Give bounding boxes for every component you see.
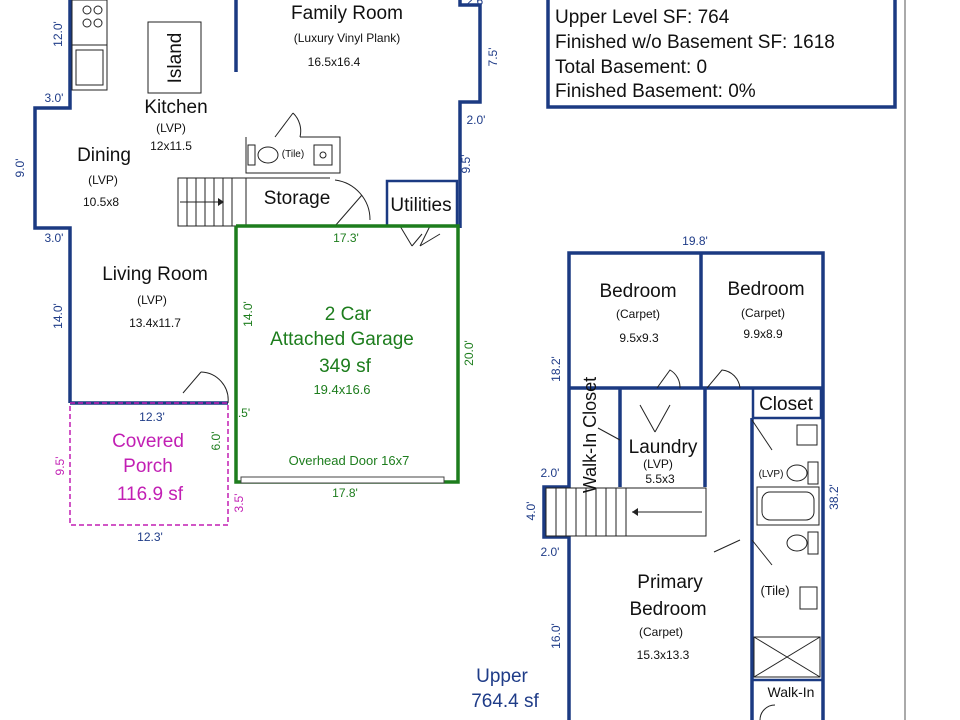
living-room-name: Living Room <box>102 264 208 285</box>
dim-3-0-b: 3.0' <box>45 231 64 245</box>
living-room-size: 13.4x11.7 <box>129 316 181 330</box>
dim-7-5: 7.5' <box>486 48 500 67</box>
toilet-icon <box>257 146 279 164</box>
bedroom2-name: Bedroom <box>727 279 804 300</box>
upper-toilet-2-icon <box>786 534 808 552</box>
bedroom1-size: 9.5x9.3 <box>619 331 659 345</box>
dim-20-0: 20.0' <box>462 340 476 366</box>
porch-area: 116.9 sf <box>117 484 184 505</box>
dim-16-0: 16.0' <box>549 623 563 649</box>
sink-icon <box>313 144 333 166</box>
covered-porch-outline <box>69 402 229 526</box>
garage-area: 349 sf <box>319 356 371 377</box>
kitchen-name: Kitchen <box>144 97 207 118</box>
garage-walls <box>234 224 460 484</box>
dim-9-5-b: 9.5' <box>459 155 473 174</box>
dining-floor: (LVP) <box>88 173 118 187</box>
dim-17-3: 17.3' <box>333 231 359 245</box>
bedroom1-floor: (Carpet) <box>616 307 660 321</box>
garage-door-label: Overhead Door 16x7 <box>289 453 410 468</box>
kitchen-size: 12x11.5 <box>150 139 192 153</box>
garage-line1: 2 Car <box>325 304 372 325</box>
dim-6-0: 6.0' <box>209 432 223 451</box>
laundry-size: 5.5x3 <box>645 472 675 486</box>
primary-line1: Primary <box>637 572 703 593</box>
bath-floor-tile: (Tile) <box>760 583 789 598</box>
upper-toilet-1-icon <box>786 464 808 482</box>
bedroom2-size: 9.9x8.9 <box>743 327 783 341</box>
family-room-size: 16.5x16.4 <box>308 55 361 69</box>
family-room-floor: (Luxury Vinyl Plank) <box>294 31 401 45</box>
bedroom2-floor: (Carpet) <box>741 306 785 320</box>
main-east-wall <box>458 0 482 228</box>
dim-19-8: 19.8' <box>682 234 708 248</box>
main-west-wall <box>33 0 72 403</box>
dim-14-0-b: 14.0' <box>241 301 255 327</box>
closet-box <box>751 386 823 420</box>
primary-line2: Bedroom <box>629 599 706 620</box>
upper-exterior-wall <box>542 251 825 720</box>
bedroom1-name: Bedroom <box>599 281 676 302</box>
overhead-door <box>240 476 445 484</box>
dim-2-0-a: 2.0' <box>541 466 560 480</box>
closet-label: Closet <box>759 394 814 415</box>
walk-in-label: Walk-In <box>768 684 815 700</box>
dim-18-2: 18.2' <box>549 356 563 382</box>
family-room-name: Family Room <box>291 3 403 24</box>
dim-38-2: 38.2' <box>827 484 841 510</box>
legend-total-basement: Total Basement: 0 <box>555 57 707 78</box>
dim-2-0: 2.0' <box>467 113 486 127</box>
dining-name: Dining <box>77 145 131 166</box>
dim-3-5: 3.5' <box>232 494 246 513</box>
legend-finished-sf: Finished w/o Basement SF: 1618 <box>555 32 835 53</box>
living-room-floor: (LVP) <box>137 293 167 307</box>
utilities-label: Utilities <box>390 195 451 216</box>
island-label: Island <box>165 33 186 84</box>
legend-box: Upper Level SF: 764 Finished w/o Basemen… <box>546 0 897 109</box>
dim-2-6: 2.6' <box>467 0 486 8</box>
bath-floor-lvp: (LVP) <box>759 469 784 480</box>
dim-12-3-b: 12.3' <box>137 530 163 544</box>
kitchen-floor: (LVP) <box>156 121 186 135</box>
walk-in-closet-label: Walk-In Closet <box>580 377 600 493</box>
kitchen-island <box>147 21 202 94</box>
dim-14-0-a: 14.0' <box>51 303 65 329</box>
upper-label: Upper <box>476 666 528 687</box>
porch-line2: Porch <box>123 456 173 477</box>
bath-sink-2 <box>799 586 818 610</box>
dim-17-8: 17.8' <box>332 486 358 500</box>
bath-sink-1 <box>796 424 818 446</box>
dim-12-3-a: 12.3' <box>139 410 165 424</box>
dim-4-0: 4.0' <box>524 502 538 521</box>
legend-upper-sf: Upper Level SF: 764 <box>555 7 730 28</box>
half-bath-floor: (Tile) <box>282 149 304 160</box>
toilet-tank <box>247 144 256 166</box>
dim-2-0-b: 2.0' <box>541 545 560 559</box>
storage-label: Storage <box>264 188 331 209</box>
porch-line1: Covered <box>112 431 184 452</box>
primary-size: 15.3x13.3 <box>637 648 690 662</box>
dim-0-5: .5' <box>238 406 250 420</box>
upper-level-plan: Bedroom (Carpet) 9.5x9.3 Bedroom (Carpet… <box>471 234 841 720</box>
main-level-plan: Island (Tile) <box>13 0 500 544</box>
dim-12-0: 12.0' <box>51 21 65 47</box>
garage-size: 19.4x16.6 <box>313 382 370 397</box>
legend-finished-basement: Finished Basement: 0% <box>555 81 756 102</box>
garage-line2: Attached Garage <box>270 329 414 350</box>
primary-floor: (Carpet) <box>639 625 683 639</box>
bathtub <box>756 486 820 526</box>
dim-9-0: 9.0' <box>13 159 27 178</box>
upper-area: 764.4 sf <box>471 691 539 712</box>
kitchen-counter-sink <box>71 44 108 91</box>
dim-9-5-a: 9.5' <box>53 457 67 476</box>
dining-size: 10.5x8 <box>83 195 119 209</box>
laundry-floor: (LVP) <box>643 457 673 471</box>
dim-3-0-a: 3.0' <box>45 91 64 105</box>
laundry-name: Laundry <box>629 437 698 458</box>
stove-burner-icon <box>82 5 92 15</box>
